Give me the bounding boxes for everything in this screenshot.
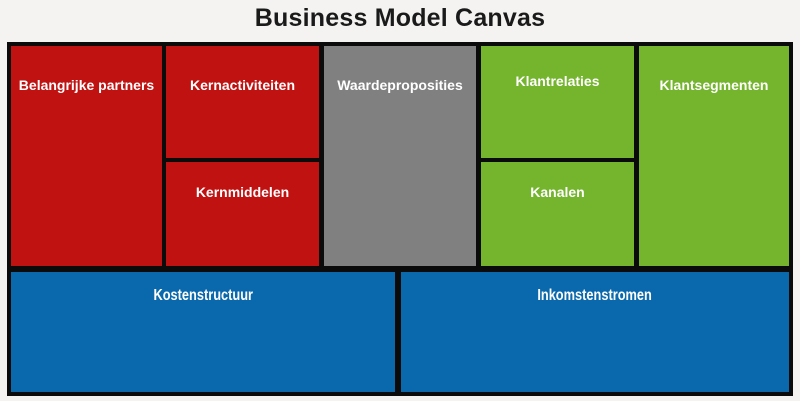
block-kostenstructuur: Kostenstructuur bbox=[11, 272, 395, 392]
block-label: Klantsegmenten bbox=[659, 77, 769, 93]
block-label: Klantrelaties bbox=[515, 73, 600, 89]
page-title: Business Model Canvas bbox=[254, 4, 546, 32]
block-klantrelaties: Klantrelaties bbox=[481, 46, 634, 158]
block-label: Inkomstenstromen bbox=[537, 287, 653, 304]
block-klantsegmenten: Klantsegmenten bbox=[639, 46, 789, 266]
block-kernmiddelen: Kernmiddelen bbox=[166, 162, 319, 266]
block-label: Kernmiddelen bbox=[195, 184, 290, 200]
block-label: Kanalen bbox=[530, 184, 585, 200]
block-waardeproposities: Waardeproposities bbox=[324, 46, 476, 266]
block-kernactiviteiten: Kernactiviteiten bbox=[166, 46, 319, 158]
business-model-canvas-grid: Belangrijke partners Kernactiviteiten Ke… bbox=[7, 42, 793, 396]
block-label: Kernactiviteiten bbox=[189, 77, 296, 93]
block-inkomstenstromen: Inkomstenstromen bbox=[401, 272, 789, 392]
block-label: Kostenstructuur bbox=[153, 287, 253, 304]
block-label: Waardeproposities bbox=[337, 77, 463, 93]
block-kanalen: Kanalen bbox=[481, 162, 634, 266]
block-belangrijke-partners: Belangrijke partners bbox=[11, 46, 162, 266]
block-label: Belangrijke partners bbox=[18, 77, 155, 93]
